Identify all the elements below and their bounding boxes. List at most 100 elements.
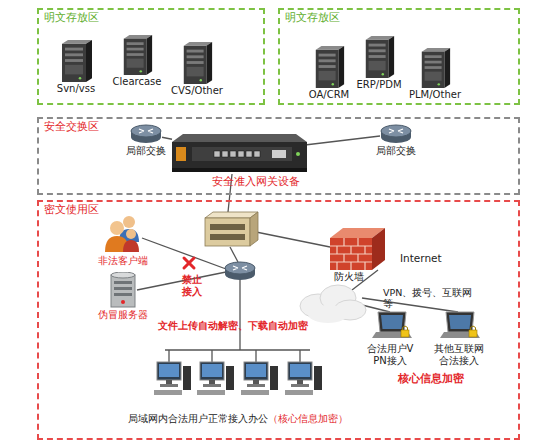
zone-heading: 密文使用区 bbox=[44, 204, 99, 217]
firewall-icon bbox=[372, 228, 385, 270]
server-node: PLM/Other bbox=[418, 48, 452, 88]
gateway-icon bbox=[246, 151, 252, 157]
server-icon bbox=[332, 83, 334, 85]
forbidden-cross bbox=[184, 258, 194, 268]
node-label: 伪冒服务器 bbox=[98, 309, 148, 321]
node-label: 局部交换 bbox=[126, 145, 166, 157]
zone-heading: 安全交换区 bbox=[44, 121, 99, 134]
node-label: 局部交换 bbox=[376, 145, 416, 157]
gateway-icon bbox=[238, 151, 244, 157]
server-icon bbox=[388, 36, 394, 78]
laptop-icon bbox=[471, 326, 476, 330]
server-icon bbox=[319, 71, 336, 81]
server-icon bbox=[382, 73, 384, 75]
lan-switch bbox=[205, 218, 250, 246]
workstation-computer bbox=[241, 390, 269, 395]
workstation-computer bbox=[209, 380, 215, 384]
workstation-computer bbox=[291, 384, 309, 387]
network-wire bbox=[230, 247, 238, 262]
server-node: Clearcase bbox=[120, 35, 154, 75]
node-label: PLM/Other bbox=[409, 89, 461, 101]
annotation-label: （核心信息加密） bbox=[268, 413, 348, 425]
server-icon bbox=[418, 48, 452, 88]
server-icon bbox=[312, 46, 346, 88]
lan-switch bbox=[205, 212, 258, 218]
server-icon bbox=[65, 59, 83, 62]
network-wire bbox=[239, 279, 240, 350]
server-icon bbox=[127, 48, 144, 51]
workstation-computer bbox=[226, 366, 234, 390]
server-icon bbox=[146, 35, 152, 75]
gateway-icon bbox=[222, 151, 228, 157]
router-icon bbox=[131, 125, 161, 137]
workstation-computer bbox=[202, 364, 222, 377]
workstation-computer bbox=[253, 380, 259, 384]
server-icon bbox=[206, 42, 212, 84]
network-wire bbox=[299, 350, 300, 362]
people-icon bbox=[123, 216, 135, 228]
server-node: OA/CRM bbox=[312, 46, 346, 88]
server-icon bbox=[127, 59, 144, 68]
workstation-computer bbox=[290, 364, 310, 377]
fakeserver-icon bbox=[114, 281, 132, 284]
server-icon bbox=[444, 48, 450, 88]
server-icon bbox=[362, 36, 396, 78]
workstation-computer bbox=[244, 362, 268, 380]
firewall-icon bbox=[330, 228, 385, 270]
server-icon bbox=[319, 59, 336, 62]
router-node: 局部交换 bbox=[130, 124, 162, 144]
internet-cloud bbox=[308, 305, 348, 323]
forbidden-cross bbox=[184, 258, 194, 268]
annotation-label: VPN、拨号、互联网等 bbox=[383, 287, 473, 310]
workstation-computer bbox=[154, 390, 182, 395]
gateway-icon bbox=[214, 151, 220, 157]
server-node: ERP/PDM bbox=[362, 36, 396, 78]
router-symbol bbox=[233, 266, 247, 270]
gateway-icon bbox=[254, 151, 260, 157]
server-icon bbox=[200, 79, 202, 81]
laptop-node: 其他互联网合法接入 bbox=[440, 310, 480, 342]
server-icon bbox=[425, 55, 442, 58]
workstation-computer bbox=[166, 380, 172, 384]
server-icon bbox=[124, 39, 147, 75]
node-label: CVS/Other bbox=[171, 85, 223, 97]
zone-heading: 明文存放区 bbox=[285, 12, 340, 25]
zone-band: 明文存放区 OA/CRM ERP/PDM PLM/Other bbox=[278, 8, 520, 105]
server-icon bbox=[422, 52, 445, 88]
gateway-node: 安全准入网关设备 bbox=[172, 132, 307, 174]
node-label: 合法用户VPN接入 bbox=[366, 343, 414, 366]
zone-heading: 明文存放区 bbox=[44, 12, 99, 25]
node-label: Svn/vss bbox=[57, 83, 95, 95]
workstation-computer bbox=[285, 390, 313, 395]
annotation-label: Internet bbox=[400, 252, 442, 265]
router-icon bbox=[389, 129, 403, 133]
laptop-icon bbox=[403, 326, 408, 330]
node-label: 防火墙 bbox=[334, 271, 364, 283]
gateway-icon bbox=[296, 152, 300, 156]
lan-switch bbox=[250, 212, 258, 246]
server-icon bbox=[58, 40, 94, 82]
server-icon bbox=[369, 44, 386, 47]
network-wire bbox=[255, 350, 256, 362]
server-icon bbox=[369, 61, 386, 71]
laptop-icon bbox=[446, 312, 474, 332]
firewall-icon bbox=[330, 238, 372, 270]
people-node: 非法客户端 bbox=[105, 214, 141, 254]
zone-band: 明文存放区Svn/vssClearcaseCVS/Other bbox=[37, 8, 265, 105]
server-icon bbox=[65, 48, 83, 51]
fakeserver-icon bbox=[114, 287, 132, 290]
workstation-computer bbox=[297, 380, 303, 384]
server-node: CVS/Other bbox=[180, 42, 214, 84]
forbidden-cross bbox=[184, 258, 194, 268]
server-icon bbox=[187, 61, 204, 64]
server-icon bbox=[187, 55, 204, 58]
network-wire bbox=[137, 174, 458, 362]
server-icon bbox=[65, 65, 83, 75]
gateway-icon bbox=[176, 147, 186, 161]
laptop-node: 合法用户VPN接入 bbox=[372, 310, 412, 342]
network-link bbox=[307, 136, 380, 145]
server-icon bbox=[425, 72, 442, 81]
server-icon bbox=[62, 44, 86, 82]
